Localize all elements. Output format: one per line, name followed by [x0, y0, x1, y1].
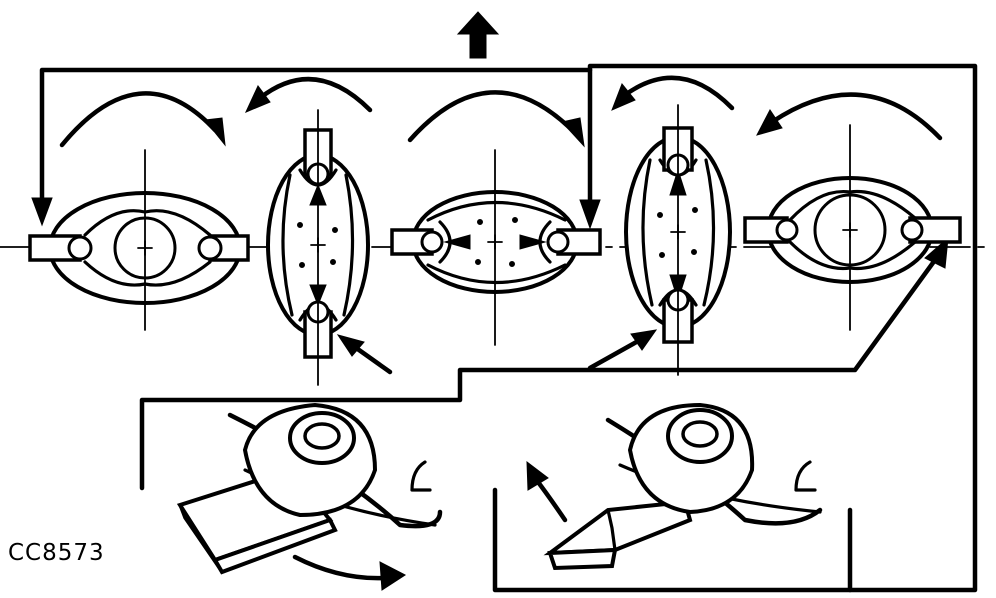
up-arrow-icon — [456, 11, 500, 59]
direction-arrows — [336, 329, 658, 375]
direction-arrow-icon — [292, 554, 406, 591]
curved-arrow-icon — [245, 76, 373, 113]
curved-arrow-icon — [59, 91, 226, 148]
lobe-view-5 — [743, 124, 962, 331]
lobe-view-4 — [624, 104, 732, 376]
curved-arrow-icon — [611, 75, 735, 111]
rotation-arrows — [59, 75, 943, 148]
direction-arrow-icon — [526, 460, 568, 523]
curved-arrow-icon — [756, 92, 943, 141]
figure-code-label: CC8573 — [8, 540, 105, 566]
lobe-view-2 — [266, 109, 370, 386]
curved-arrow-icon — [407, 90, 585, 148]
lobe-view-3 — [390, 149, 602, 346]
lobe-view-1 — [28, 149, 250, 331]
connector-lines — [31, 63, 978, 593]
cam-follower-left — [176, 402, 443, 591]
cam-follower-right — [526, 402, 823, 571]
